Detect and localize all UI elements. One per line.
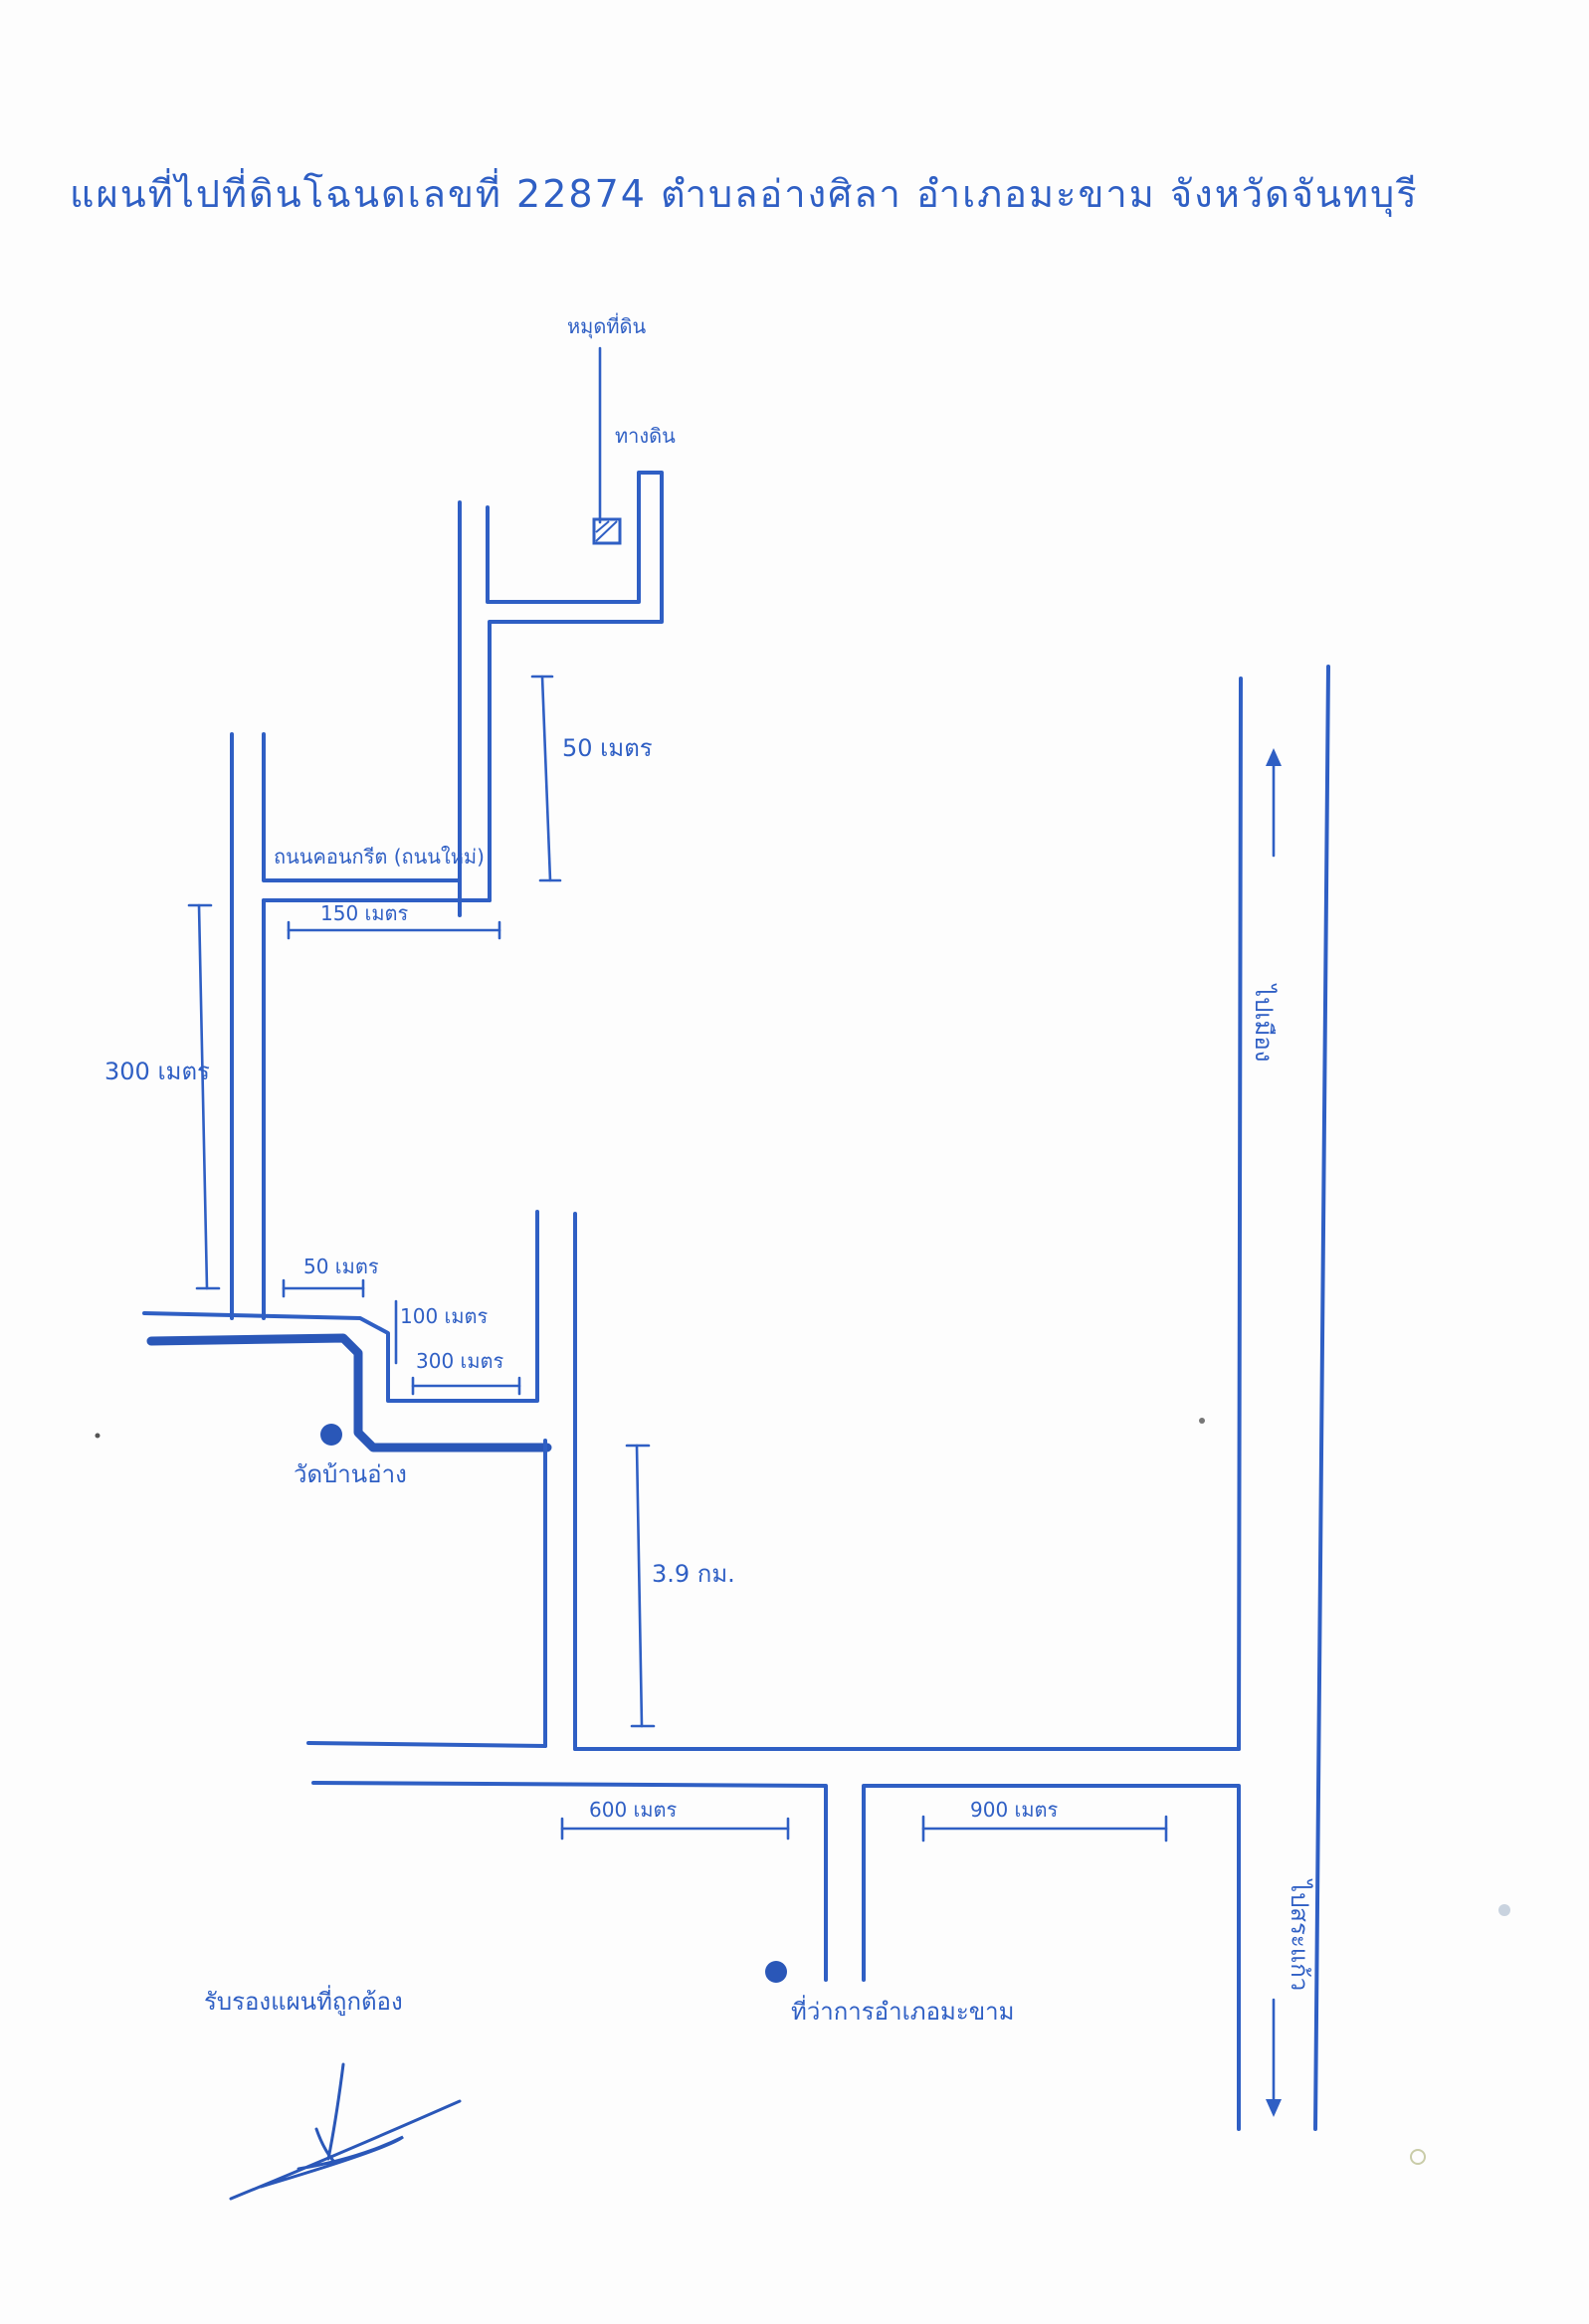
- scan-speck: [1410, 2149, 1426, 2165]
- dist-600m: 600 เมตร: [589, 1798, 678, 1822]
- plot-hatch: [595, 520, 618, 542]
- road-edge: [486, 471, 664, 902]
- arrow-head-icon: [1266, 2099, 1282, 2117]
- road-edge: [311, 1781, 828, 1982]
- temple-marker: [320, 1424, 342, 1446]
- dist-50m-top: 50 เมตร: [562, 734, 653, 762]
- road-edge: [142, 1210, 539, 1403]
- temple-road: [146, 1333, 552, 1452]
- dim-line: [197, 903, 209, 1290]
- dirt-road-label: ทางดิน: [615, 424, 676, 448]
- highway-edge: [1237, 677, 1243, 1751]
- arrow-head-icon: [1266, 748, 1282, 766]
- dim-line: [635, 1444, 644, 1728]
- plot-marker: [592, 517, 622, 545]
- to-mueang-label: ไปเมือง: [1250, 983, 1278, 1062]
- road-edge: [862, 1784, 1241, 2131]
- dist-3-9km: 3.9 กม.: [652, 1560, 735, 1588]
- scan-speck: [95, 1433, 100, 1439]
- dist-150m: 150 เมตร: [320, 901, 409, 925]
- dist-300m-left: 300 เมตร: [104, 1058, 210, 1085]
- scan-speck: [1498, 1904, 1510, 1916]
- concrete-road-label: ถนนคอนกรีต (ถนนใหม่): [274, 845, 485, 869]
- map-title: แผนที่ไปที่ดินโฉนดเลขที่ 22874 ตำบลอ่างศ…: [70, 168, 1419, 217]
- signature-caption: รับรองแผนที่ถูกต้อง: [204, 1985, 403, 2017]
- dim-line: [540, 675, 552, 882]
- dist-50m-mid: 50 เมตร: [303, 1255, 379, 1278]
- temple-label: วัดบ้านอ่าง: [294, 1460, 407, 1488]
- plot-label: หมุดที่ดิน: [567, 312, 647, 339]
- dist-900m: 900 เมตร: [970, 1798, 1059, 1822]
- district-office-label: ที่ว่าการอำเภอมะขาม: [791, 1995, 1014, 2026]
- plot-hatch: [595, 520, 610, 533]
- signature-scrawl: [229, 2062, 462, 2201]
- dist-100m: 100 เมตร: [400, 1304, 489, 1328]
- road-edge: [262, 732, 462, 902]
- road-edge: [306, 1741, 547, 1748]
- district-office-marker: [765, 1961, 787, 1983]
- scan-speck: [1199, 1418, 1205, 1424]
- highway-edge: [1313, 665, 1330, 2131]
- to-sakaeo-label: ไปสระแก้ว: [1286, 1878, 1313, 1991]
- dist-300m-short: 300 เมตร: [416, 1349, 504, 1373]
